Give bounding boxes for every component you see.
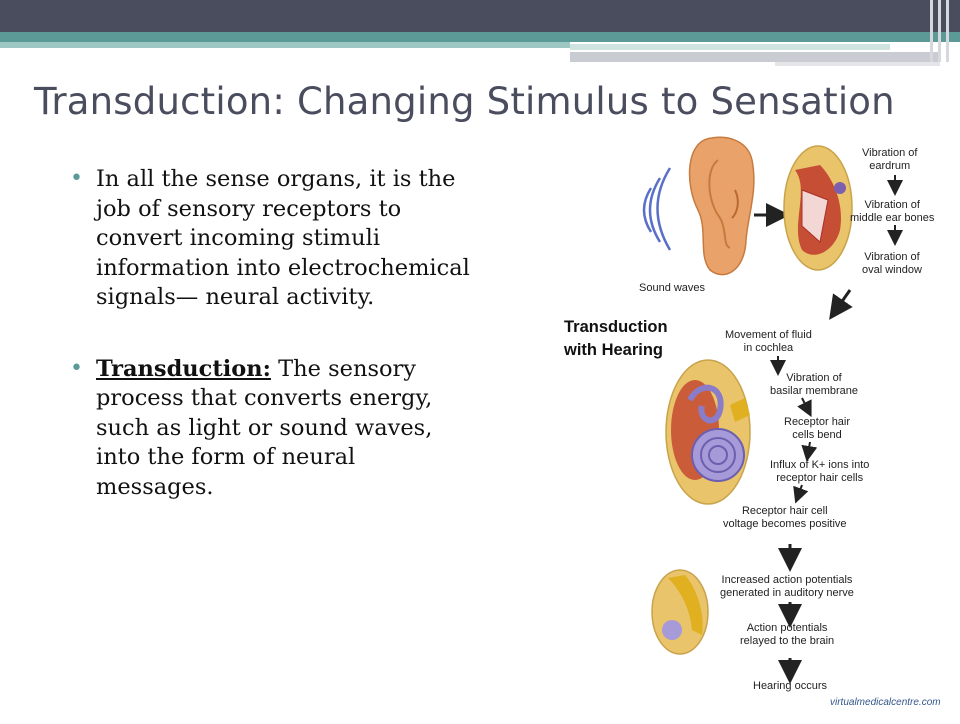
- arrow-icon: [793, 484, 809, 504]
- hearing-transduction-diagram: Sound waves Vibration of eardrum Vibrati…: [540, 130, 960, 720]
- step-k-ion-influx: Influx of K+ ions into receptor hair cel…: [770, 459, 870, 484]
- auditory-nerve-illustration: [651, 569, 709, 655]
- step-middle-ear-bones: Vibration of middle ear bones: [850, 199, 935, 224]
- arrow-icon: [797, 397, 812, 418]
- header-band-grey: [570, 52, 940, 62]
- bullet-marker: •: [70, 166, 83, 191]
- source-logo: virtualmedicalcentre.com: [830, 697, 941, 708]
- sound-waves-icon: [642, 167, 672, 251]
- bullet-marker: •: [70, 355, 83, 381]
- step-action-potentials: Increased action potentials generated in…: [720, 574, 854, 599]
- header-divider: [930, 0, 933, 62]
- step-hearing-occurs: Hearing occurs: [753, 680, 827, 692]
- step-hair-cells-bend: Receptor hair cells bend: [784, 416, 851, 441]
- step-relay-brain: Action potentials relayed to the brain: [740, 622, 835, 647]
- header-divider: [938, 0, 941, 62]
- diagram-graphics: [642, 136, 903, 684]
- cochlea-illustration: [665, 359, 751, 505]
- bullet-item: • In all the sense organs, it is the job…: [70, 165, 470, 313]
- header-band-teal-light: [0, 42, 570, 48]
- step-oval-window: Vibration of oval window: [862, 251, 922, 276]
- bullet-text: The sensory process that converts energy…: [96, 355, 433, 500]
- step-fluid-cochlea: Movement of fluid in cochlea: [725, 329, 812, 354]
- header-band-dark: [0, 0, 960, 32]
- diagram-side-label: Transduction with Hearing: [564, 318, 668, 359]
- ear-illustration: [688, 136, 755, 276]
- step-voltage-positive: Receptor hair cell voltage becomes posit…: [723, 505, 847, 530]
- arrow-icon: [829, 289, 853, 320]
- bullet-list: • In all the sense organs, it is the job…: [70, 165, 470, 502]
- bullet-term: Transduction:: [96, 355, 271, 382]
- step-eardrum: Vibration of eardrum: [862, 147, 918, 172]
- header-band-teal: [0, 32, 960, 42]
- header-divider: [946, 0, 949, 62]
- bullet-text: In all the sense organs, it is the job o…: [96, 166, 470, 310]
- step-basilar-membrane: Vibration of basilar membrane: [770, 372, 859, 397]
- middle-ear-illustration: [783, 145, 853, 271]
- slide-title: Transduction: Changing Stimulus to Sensa…: [34, 80, 895, 123]
- step-sound-waves: Sound waves: [639, 282, 706, 294]
- bullet-item: • Transduction: The sensory process that…: [70, 355, 470, 503]
- header-band-teal-pale: [570, 44, 890, 50]
- arrow-icon: [801, 441, 818, 462]
- header-band-grey-light: [775, 62, 940, 66]
